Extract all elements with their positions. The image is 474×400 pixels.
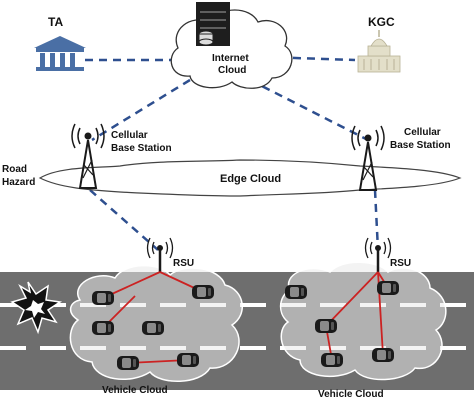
edge-cloud (38, 159, 462, 197)
car-icon (142, 321, 164, 335)
bank-icon (34, 36, 86, 71)
server-icon (196, 2, 230, 46)
ta-label: TA (48, 15, 63, 29)
cell-tower-icon (71, 123, 105, 189)
cellular-left-label-line1: Cellular (111, 130, 148, 141)
cellular-right-label-line2: Base Station (390, 140, 451, 151)
car-icon (177, 353, 199, 367)
car-icon (377, 281, 399, 295)
rsu-left-label: RSU (173, 258, 194, 269)
car-icon (92, 291, 114, 305)
car-icon (192, 285, 214, 299)
network-links (85, 55, 380, 251)
explosion-icon (10, 281, 63, 335)
car-icon (315, 319, 337, 333)
car-icon (372, 348, 394, 362)
vehicle-cloud-right-label: Vehicle Cloud (318, 389, 384, 400)
internet-cloud-label-line2: Cloud (218, 65, 246, 76)
cellular-left-label-line2: Base Station (111, 143, 172, 154)
car-icon (117, 356, 139, 370)
rsu-antenna-icon (364, 237, 392, 272)
car-icon (285, 285, 307, 299)
rsu-right-label: RSU (390, 258, 411, 269)
internet-cloud (170, 9, 293, 89)
edge-cloud-label: Edge Cloud (220, 173, 281, 185)
capitol-icon (357, 30, 401, 73)
vehicle-cloud-left-label: Vehicle Cloud (102, 385, 168, 396)
vehicle-cloud-right (279, 261, 447, 381)
car-icon (92, 321, 114, 335)
road-hazard-label-line1: Road (2, 164, 27, 175)
rsu-antenna-icon (146, 237, 174, 272)
road-hazard-label-line2: Hazard (2, 177, 35, 188)
kgc-label: KGC (368, 15, 395, 29)
cellular-right-label-line1: Cellular (404, 127, 441, 138)
internet-cloud-label-line1: Internet (212, 53, 249, 64)
car-icon (321, 353, 343, 367)
cell-tower-icon (351, 125, 385, 191)
